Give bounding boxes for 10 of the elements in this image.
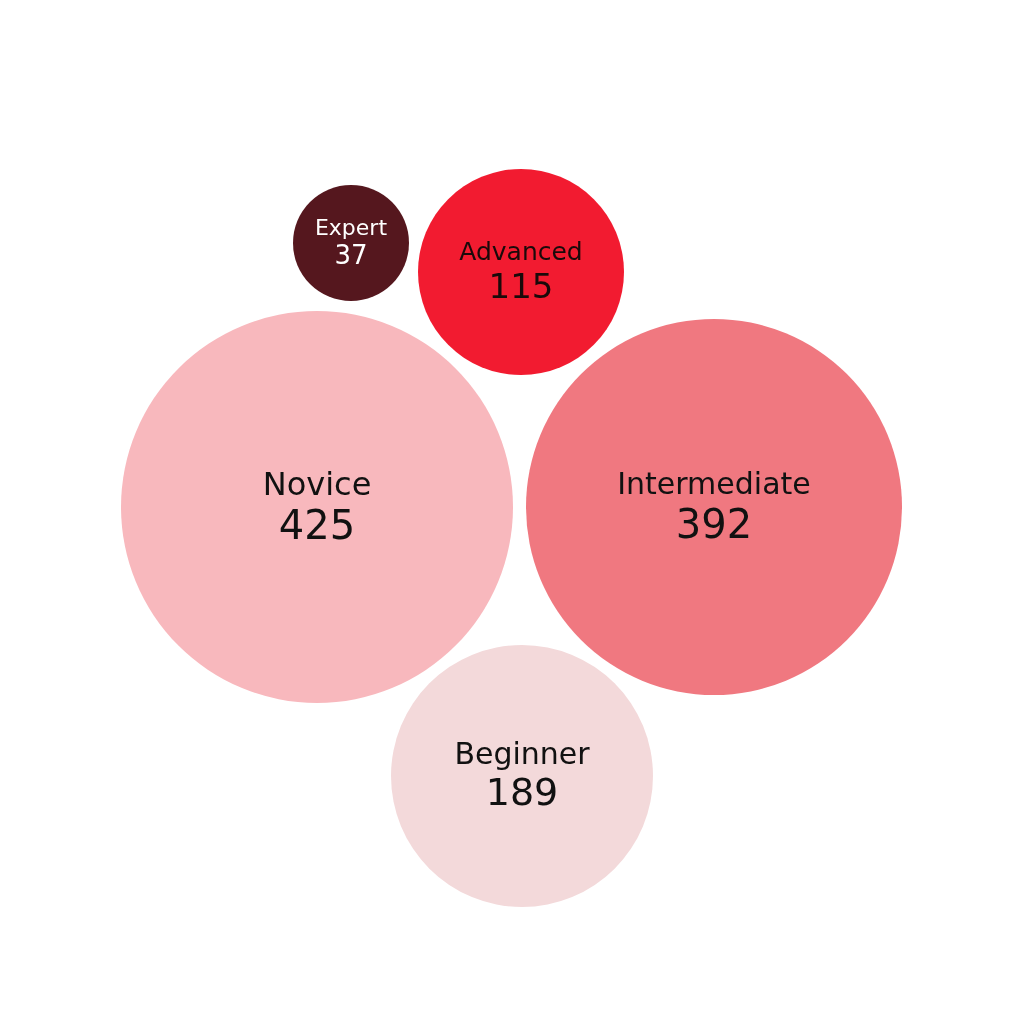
category-label: Expert bbox=[314, 215, 388, 241]
category-label: Intermediate bbox=[617, 466, 811, 502]
count-value: 425 bbox=[278, 502, 356, 549]
category-label: Beginner bbox=[454, 736, 590, 772]
count-value: 392 bbox=[675, 501, 753, 548]
category-label: Advanced bbox=[459, 238, 583, 267]
count-value: 37 bbox=[334, 240, 368, 271]
count-value: 189 bbox=[485, 771, 559, 816]
count-value: 115 bbox=[488, 266, 554, 306]
category-label: Novice bbox=[262, 465, 372, 503]
